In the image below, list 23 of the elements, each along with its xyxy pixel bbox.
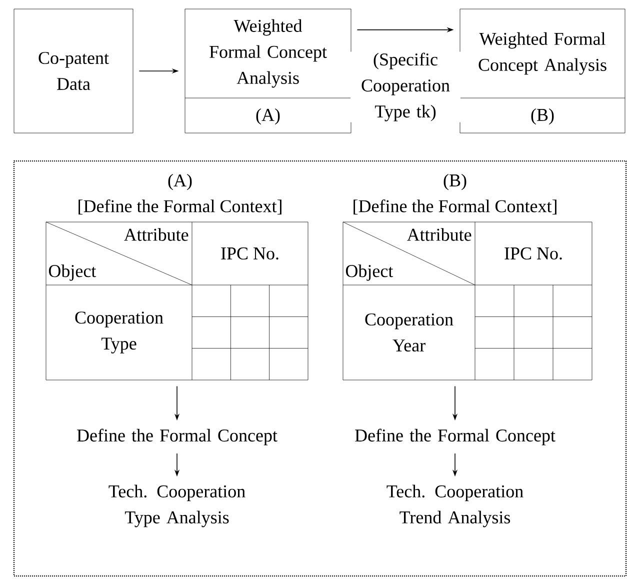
node-label: Object xyxy=(346,264,394,281)
dotted-frame xyxy=(14,160,626,576)
table-heading: (B) xyxy=(444,174,466,190)
table-heading: [Define the Formal Context] xyxy=(78,199,282,215)
node-label: Object xyxy=(48,264,96,281)
step-text: Tech. Cooperation Type Analysis xyxy=(108,484,246,528)
process-box: Weighted Formal Concept Analysis (B) xyxy=(460,8,626,134)
context-table: Attribute Object IPC No. Cooperation Type xyxy=(46,222,308,380)
node-label: Cooperation Type xyxy=(75,312,164,354)
process-box: Weighted Formal Concept Analysis (A) xyxy=(184,8,352,134)
node-label: IPC No. xyxy=(221,247,278,260)
step-text: Define the Formal Concept xyxy=(77,428,278,446)
step-text: Tech. Cooperation Trend Analysis xyxy=(386,484,524,528)
node-label: Attribute xyxy=(406,228,472,241)
table-heading: (A) xyxy=(168,174,192,190)
edge-label: (Specific Cooperation Type tk) xyxy=(350,52,460,122)
table-heading: [Define the Formal Context] xyxy=(354,199,556,215)
step-text: Define the Formal Concept xyxy=(355,428,556,446)
node-label: Cooperation Year xyxy=(365,313,454,352)
node-label: Attribute xyxy=(124,228,188,241)
node-label: IPC No. xyxy=(504,247,562,260)
process-box: Co-patent Data xyxy=(14,8,134,134)
context-table: Attribute Object IPC No. Cooperation Year xyxy=(342,222,592,380)
